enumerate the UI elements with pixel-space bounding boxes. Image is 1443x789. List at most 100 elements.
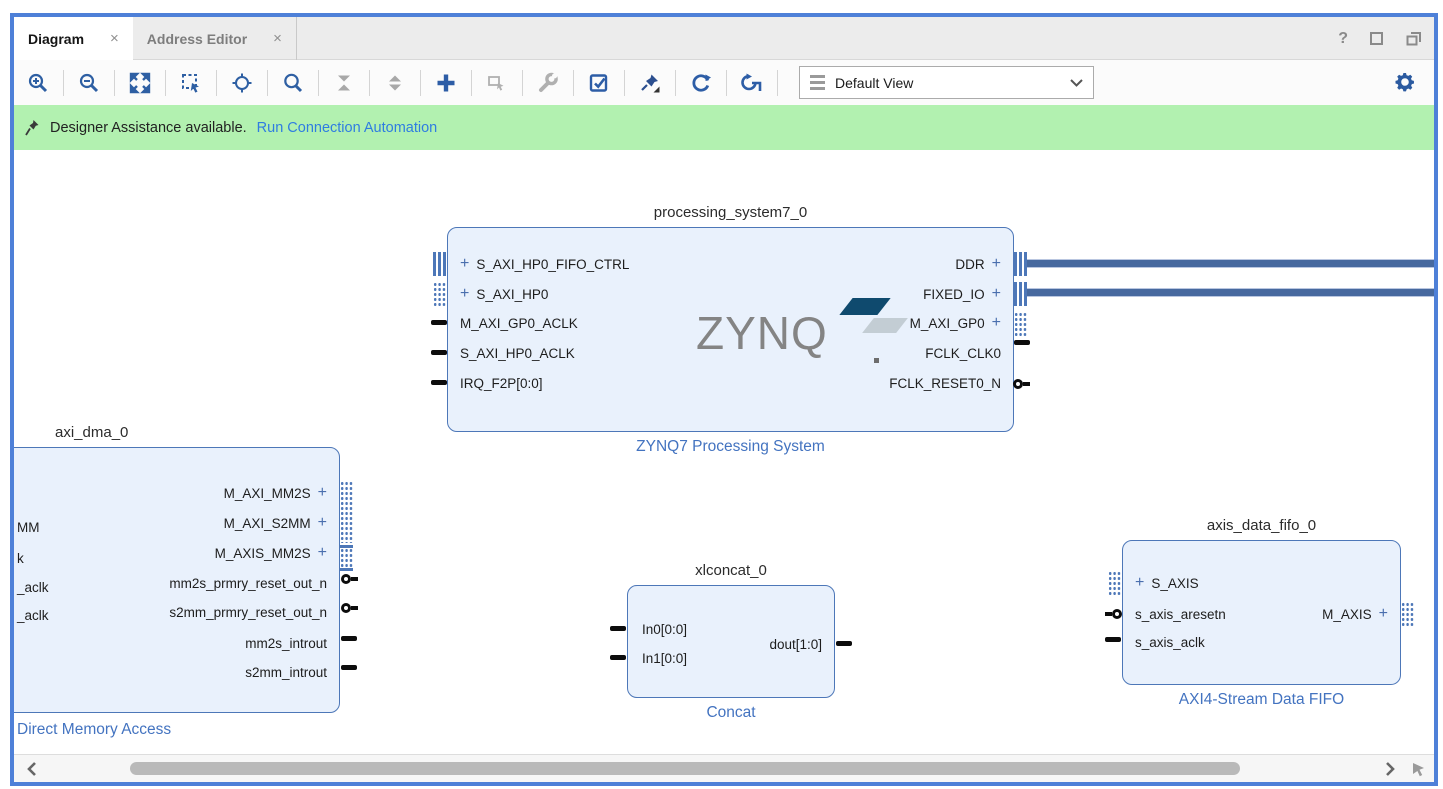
block-processing-system7-0[interactable]: processing_system7_0 ZYNQ7 Processing Sy… <box>431 204 1030 455</box>
expand-port-icon[interactable]: + <box>317 514 327 531</box>
pin-stub[interactable] <box>431 350 447 355</box>
block-xlconcat-0[interactable]: xlconcat_0 Concat In0[0:0] In1[0:0] dout… <box>610 562 852 721</box>
customize-block-icon[interactable] <box>532 67 564 99</box>
pin-stub[interactable] <box>341 636 357 641</box>
inverted-pin-bubble[interactable] <box>1013 378 1033 389</box>
block-axi-dma-0[interactable]: axi_dma_0 Direct Memory Access MM k _acl… <box>14 424 358 738</box>
search-icon[interactable] <box>277 67 309 99</box>
inverted-pin-bubble[interactable] <box>341 573 361 584</box>
expand-hierarchy-icon[interactable] <box>379 67 411 99</box>
expand-port-icon[interactable]: + <box>317 484 327 501</box>
run-connection-automation-link[interactable]: Run Connection Automation <box>256 119 438 136</box>
zoom-to-selection-icon[interactable] <box>175 67 207 99</box>
zynq-logo-flag-dark <box>839 298 891 315</box>
port-m-axis[interactable]: M_AXIS + <box>1322 605 1388 622</box>
make-external-icon[interactable] <box>481 67 513 99</box>
add-ip-icon[interactable] <box>430 67 462 99</box>
interface-pin-connector[interactable] <box>433 252 446 276</box>
port-s2mm-prmry-reset-out-n[interactable]: s2mm_prmry_reset_out_n <box>169 604 327 620</box>
collapse-hierarchy-icon[interactable] <box>328 67 360 99</box>
zoom-fit-icon[interactable] <box>124 67 156 99</box>
expand-port-icon[interactable]: + <box>991 285 1001 302</box>
pin-stub[interactable] <box>836 641 852 646</box>
port-m-axi-mm2s[interactable]: M_AXI_MM2S + <box>223 484 327 501</box>
pin-stub[interactable] <box>1014 340 1030 345</box>
port-mm2s-prmry-reset-out-n[interactable]: mm2s_prmry_reset_out_n <box>169 575 327 591</box>
port-fclk-reset0-n[interactable]: FCLK_RESET0_N <box>889 375 1001 391</box>
port-dout[interactable]: dout[1:0] <box>769 636 822 652</box>
interface-pin-connector[interactable] <box>1401 602 1414 626</box>
port-fixed-io[interactable]: FIXED_IO + <box>923 285 1001 302</box>
clipped-port-label: _aclk <box>17 580 49 595</box>
block-title[interactable]: axi_dma_0 <box>55 424 129 441</box>
maximize-icon[interactable] <box>1370 32 1383 45</box>
fixed-io-interface-wire[interactable] <box>1027 289 1434 296</box>
tab-diagram[interactable]: Diagram × <box>14 17 133 60</box>
expand-port-icon[interactable]: + <box>1378 605 1388 622</box>
interface-pin-connector[interactable] <box>1108 571 1121 595</box>
close-icon[interactable]: × <box>273 30 282 47</box>
center-view-icon[interactable] <box>226 67 258 99</box>
pin-stub[interactable] <box>1105 637 1121 642</box>
pin-layout-icon[interactable] <box>634 67 666 99</box>
validate-design-icon[interactable] <box>583 67 615 99</box>
port-s-axis[interactable]: + S_AXIS <box>1135 574 1199 591</box>
port-fclk-clk0[interactable]: FCLK_CLK0 <box>925 345 1001 361</box>
expand-port-icon[interactable]: + <box>991 255 1001 272</box>
float-window-icon[interactable] <box>1405 30 1422 47</box>
expand-port-icon[interactable]: + <box>460 255 470 272</box>
interface-pin-connector[interactable] <box>1014 252 1027 276</box>
inverted-pin-bubble[interactable] <box>341 602 361 613</box>
zoom-in-icon[interactable] <box>22 67 54 99</box>
block-title[interactable]: xlconcat_0 <box>695 562 767 579</box>
port-m-axi-s2mm[interactable]: M_AXI_S2MM + <box>223 514 327 531</box>
pin-stub[interactable] <box>431 320 447 325</box>
port-irq-f2p[interactable]: IRQ_F2P[0:0] <box>460 375 543 391</box>
regenerate-layout-icon[interactable] <box>685 67 717 99</box>
pin-stub[interactable] <box>610 626 626 631</box>
scroll-left-icon[interactable] <box>22 759 42 779</box>
port-s-axi-hp0-aclk[interactable]: S_AXI_HP0_ACLK <box>460 345 575 361</box>
diagram-canvas[interactable]: processing_system7_0 ZYNQ7 Processing Sy… <box>14 150 1434 754</box>
interface-pin-connector[interactable] <box>340 481 353 543</box>
interface-pin-connector[interactable] <box>1014 312 1027 336</box>
tab-address-editor[interactable]: Address Editor × <box>133 17 296 60</box>
port-s2mm-introut[interactable]: s2mm_introut <box>245 664 327 680</box>
scrollbar-thumb[interactable] <box>130 762 1240 775</box>
port-mm2s-introut[interactable]: mm2s_introut <box>245 635 327 651</box>
pin-stub[interactable] <box>341 665 357 670</box>
expand-port-icon[interactable]: + <box>1135 574 1145 591</box>
inverted-pin-bubble[interactable] <box>1102 608 1122 619</box>
block-axis-data-fifo-0[interactable]: axis_data_fifo_0 AXI4-Stream Data FIFO +… <box>1105 517 1414 708</box>
reroute-nets-icon[interactable] <box>736 67 768 99</box>
port-s-axi-hp0-fifo-ctrl[interactable]: + S_AXI_HP0_FIFO_CTRL <box>460 255 630 272</box>
block-title[interactable]: axis_data_fifo_0 <box>1206 517 1317 534</box>
port-s-axis-aresetn[interactable]: s_axis_aresetn <box>1135 606 1226 622</box>
close-icon[interactable]: × <box>110 30 119 47</box>
pin-stub[interactable] <box>431 380 447 385</box>
ddr-interface-wire[interactable] <box>1027 260 1434 267</box>
block-title[interactable]: processing_system7_0 <box>653 204 808 221</box>
port-m-axis-mm2s[interactable]: M_AXIS_MM2S + <box>214 544 327 561</box>
interface-pin-connector[interactable] <box>1014 282 1027 306</box>
expand-port-icon[interactable]: + <box>991 314 1001 331</box>
expand-port-icon[interactable]: + <box>317 544 327 561</box>
pin-stub[interactable] <box>610 655 626 660</box>
help-icon[interactable]: ? <box>1338 29 1348 47</box>
port-ddr[interactable]: DDR + <box>955 255 1001 272</box>
scroll-right-icon[interactable] <box>1380 759 1400 779</box>
port-s-axis-aclk[interactable]: s_axis_aclk <box>1135 634 1205 650</box>
horizontal-scrollbar[interactable] <box>14 754 1434 782</box>
port-m-axi-gp0-aclk[interactable]: M_AXI_GP0_ACLK <box>460 315 578 331</box>
port-in1[interactable]: In1[0:0] <box>642 650 688 666</box>
block-type-label: Direct Memory Access <box>17 721 172 738</box>
port-in0[interactable]: In0[0:0] <box>642 621 688 637</box>
interface-pin-connector[interactable] <box>433 282 446 306</box>
port-s-axi-hp0[interactable]: + S_AXI_HP0 <box>460 285 549 302</box>
interface-pin-connector[interactable] <box>340 545 353 571</box>
expand-port-icon[interactable]: + <box>460 285 470 302</box>
view-selector-dropdown[interactable]: Default View <box>799 66 1094 99</box>
settings-gear-icon[interactable] <box>1390 67 1420 97</box>
port-m-axi-gp0[interactable]: M_AXI_GP0 + <box>909 314 1001 331</box>
zoom-out-icon[interactable] <box>73 67 105 99</box>
